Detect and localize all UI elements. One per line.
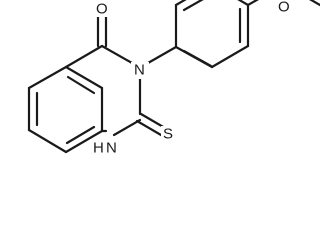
- nitrogen-3-bg: [131, 62, 149, 79]
- bond-ar6-ar5-double: [182, 0, 204, 12]
- oxygen-ketone-bg: [94, 0, 110, 17]
- bond-c7-c8: [64, 129, 104, 154]
- atom-labels: O N H N S O: [93, 0, 292, 157]
- nitrogen-1-label: N: [106, 140, 117, 157]
- nitrogen-1-bg: [93, 140, 123, 157]
- bond-ar1-ar2-double: [182, 49, 213, 68]
- chemical-structure-diagram: O N H N S O: [27, 0, 320, 157]
- bond-ar4-ar5: [237, 0, 250, 7]
- bond-c2-s-2: [135, 119, 163, 137]
- bonds: [27, 0, 320, 154]
- bond-c2-s-1: [139, 112, 167, 130]
- sulfur-label: S: [163, 126, 173, 143]
- nitrogen-1-h-label: H: [93, 140, 104, 157]
- bond-c4a-c5: [27, 65, 68, 90]
- bond-c2-n1: [112, 118, 142, 137]
- bond-c8a-c4a-double: [66, 75, 96, 95]
- bond-c4-n3: [100, 44, 134, 65]
- bond-ar4-oether: [246, 0, 259, 7]
- bond-c6-c7: [27, 128, 68, 154]
- sulfur-bg: [161, 126, 177, 143]
- oxygen-ether-bg: [274, 0, 292, 16]
- bond-n3-aryl: [146, 45, 178, 65]
- bond-c7-c8-double: [65, 125, 96, 145]
- nitrogen-3-label: N: [134, 62, 145, 79]
- bond-oether-ch3: [309, 0, 320, 7]
- oxygen-ether-label: O: [278, 0, 290, 16]
- bond-c8a-c4a: [64, 65, 104, 90]
- bond-ar2-ar3: [210, 44, 250, 69]
- bond-c4a-c4: [64, 44, 104, 69]
- bond-ar6-ar5: [174, 0, 187, 7]
- oxygen-ketone-label: O: [96, 1, 108, 18]
